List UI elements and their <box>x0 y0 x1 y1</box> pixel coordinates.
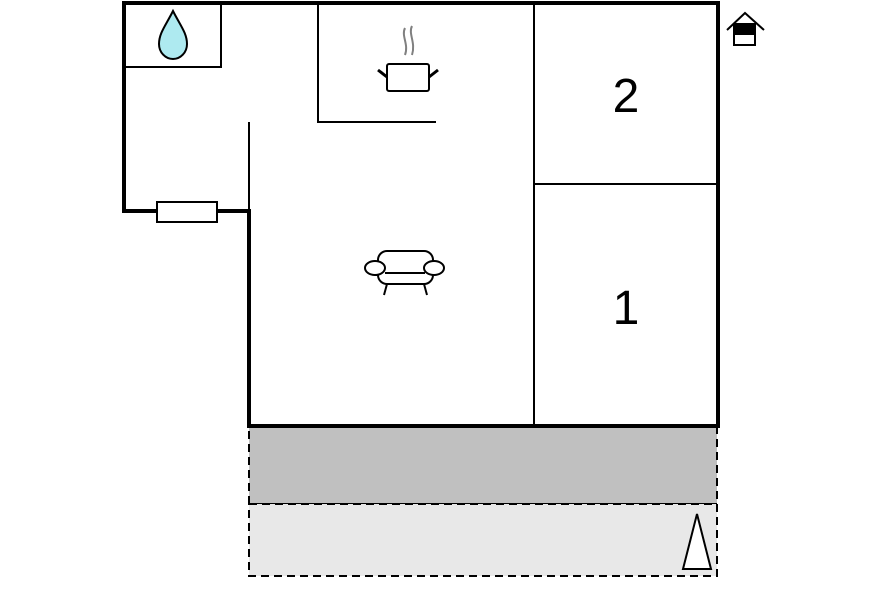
bedroom-2-label: 2 <box>613 70 640 123</box>
house-fill <box>734 24 755 35</box>
water-drop-icon <box>157 8 189 60</box>
exterior-wall <box>122 1 720 428</box>
bedroom-1-label: 1 <box>613 282 640 335</box>
sofa-leg-right <box>423 283 428 296</box>
sofa-leg-left <box>383 283 388 296</box>
kitchen-wall <box>317 3 436 123</box>
steam <box>402 25 415 56</box>
interior-walls <box>124 3 718 426</box>
cooking-pot-icon <box>377 25 439 92</box>
pot-handle-left <box>377 68 388 79</box>
sofa-arm-left <box>364 260 386 276</box>
window <box>156 201 218 223</box>
terrace-area <box>248 425 718 577</box>
north-arrow-icon <box>681 513 713 570</box>
sofa-icon <box>364 250 445 296</box>
bathroom-wall <box>124 3 222 68</box>
house-roof-icon <box>726 11 765 46</box>
open-terrace <box>248 503 718 577</box>
pot-handle-right <box>428 68 439 79</box>
sofa-arm-right <box>423 260 445 276</box>
pot-body <box>386 63 430 92</box>
covered-terrace <box>248 425 718 505</box>
